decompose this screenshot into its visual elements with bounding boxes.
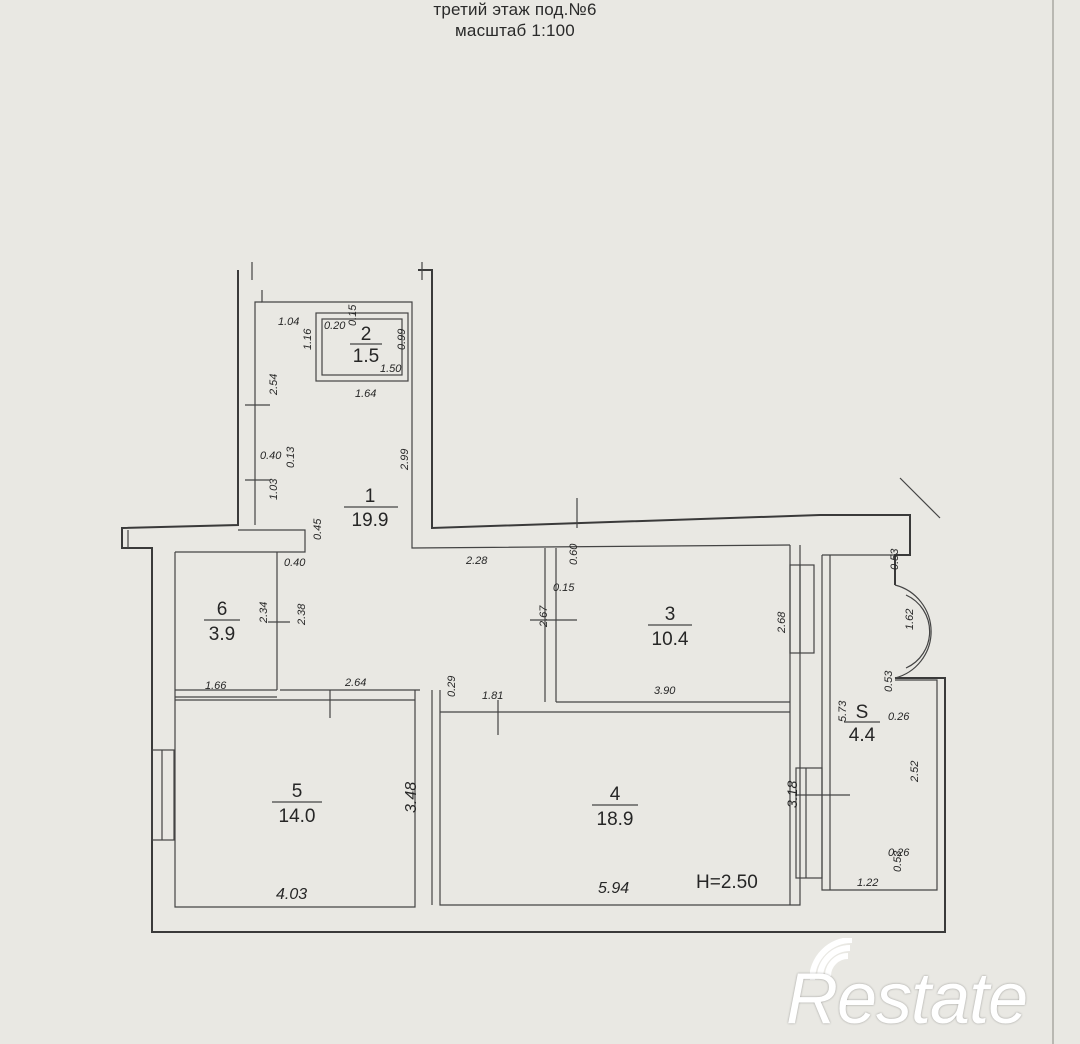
dim-label: 0.29 [446,676,458,697]
dim-label: 1.04 [278,316,299,328]
dim-label: 0.20 [324,320,346,332]
dim-label: 1.66 [205,680,227,692]
dim-label: 2.99 [399,449,411,471]
dim-label: 0.40 [284,557,306,569]
dim-label: 1.50 [380,363,402,375]
dim-label: 0.13 [285,446,297,468]
plan-scale: масштаб 1:100 [455,21,575,40]
watermark-word: Restate [786,959,1028,1039]
room-labels: 1 19.9 2 1.5 3 10.4 4 18.9 5 14.0 6 3.9 … [204,324,880,830]
dimension-labels: 1.04 0.20 0.15 1.16 0.99 1.50 1.64 2.54 … [205,304,921,903]
dim-label: 0.45 [312,518,324,540]
room-6-area: 3.9 [209,624,235,645]
room-s-number: S [856,702,869,723]
dim-label: 3.18 [784,781,800,808]
dim-label: 5.73 [837,700,849,722]
dim-label: 2.64 [344,677,366,689]
outer-walls [121,269,946,933]
dim-label: 0.15 [553,582,575,594]
dim-label: 1.64 [355,388,376,400]
room-4-number: 4 [610,784,621,805]
room-6-number: 6 [217,599,228,620]
room-2-number: 2 [361,324,372,345]
dim-label: 1.81 [482,690,503,702]
dim-label: 3.48 [403,782,420,813]
dim-label: 2.54 [268,374,280,396]
dim-label: 0.53 [892,850,904,872]
signal-icon [810,938,853,981]
restate-watermark: Restate [772,938,1072,1042]
room-3-area: 10.4 [652,629,689,650]
ceiling-height: H=2.50 [696,872,758,893]
dim-label: 3.90 [654,685,676,697]
dim-label: 5.94 [598,880,629,897]
dim-label: 2.67 [538,605,550,628]
dim-label: 0.26 [888,847,910,859]
room-2-area: 1.5 [353,346,379,367]
dim-label: 0.26 [888,711,910,723]
dim-label: 2.38 [296,603,308,626]
room-4-area: 18.9 [597,809,634,830]
plan-title: третий этаж под.№6 [433,0,597,19]
dim-label: 0.60 [568,543,580,565]
sheet-edge [1052,0,1054,1044]
room-5-area: 14.0 [279,806,316,827]
dim-label: 0.53 [883,670,895,692]
dim-label: 1.22 [857,877,878,889]
room-1-area: 19.9 [352,510,389,531]
dim-label: 1.03 [268,478,280,500]
windows [151,564,823,879]
dim-label: 2.28 [465,555,488,567]
dim-label: 1.62 [904,609,916,630]
dim-label: 0.99 [396,329,408,350]
dim-label: 0.53 [889,548,901,570]
dim-label: 2.68 [776,611,788,634]
dim-label: 2.52 [909,761,921,783]
dim-label: 1.16 [302,328,314,350]
bay-window-arc [894,584,932,679]
room-s-area: 4.4 [849,725,876,746]
dim-label: 2.34 [258,602,270,624]
partitions [175,312,831,905]
door-markers [127,262,941,796]
room-5-number: 5 [292,781,303,802]
room-1-number: 1 [365,486,376,507]
dim-label: 0.40 [260,450,282,462]
room-3-number: 3 [665,604,676,625]
dim-label: 0.15 [347,304,359,326]
dim-label: 4.03 [276,886,307,903]
